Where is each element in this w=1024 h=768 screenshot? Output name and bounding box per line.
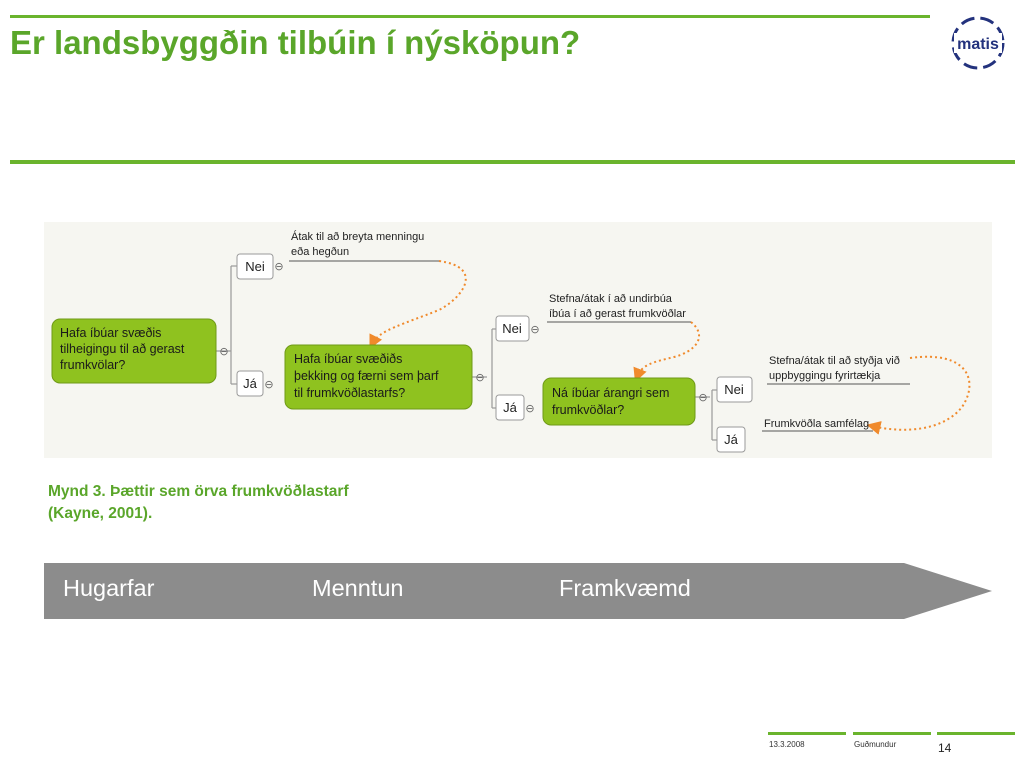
matis-logo: matis xyxy=(951,16,1005,70)
collapse-icon: ⊖ xyxy=(219,345,228,358)
q1-line-3: frumkvölar? xyxy=(60,358,125,372)
footer-rule-page xyxy=(937,732,1015,735)
caption-line-2: (Kayne, 2001). xyxy=(48,505,153,522)
outcome-3: Stefna/átak til að styðja við uppbygging… xyxy=(769,355,903,382)
svg-text:Ná íbúar árangri sem fru: Ná íbúar árangri sem frumkvöðlar? xyxy=(552,386,673,417)
q1-line-2: tilheigingu til að gerast xyxy=(60,342,185,356)
branch-nei-1: Nei xyxy=(236,253,274,280)
branch-ja-1: Já xyxy=(236,370,264,397)
svg-text:Já: Já xyxy=(503,400,518,415)
svg-text:Já: Já xyxy=(243,376,258,391)
footer-rule-date xyxy=(768,732,846,735)
collapse-icon: ⊖ xyxy=(698,391,707,404)
collapse-icon: ⊖ xyxy=(264,378,273,391)
stage-framkvaemd: Framkvæmd xyxy=(559,575,691,601)
branch-nei-2: Nei xyxy=(495,315,530,342)
figure-caption: Mynd 3. Þættir sem örva frumkvöðlastarf … xyxy=(48,481,568,525)
q2-line-3: til frumkvöðlastarfs? xyxy=(294,386,405,400)
decision-tree-diagram: Hafa íbúar svæðis tilheigingu til að ger… xyxy=(44,222,992,458)
q2-line-1: Hafa íbúar svæðiðs xyxy=(294,352,402,366)
node-q1: Hafa íbúar svæðis tilheigingu til að ger… xyxy=(51,318,217,384)
svg-text:Nei: Nei xyxy=(502,321,522,336)
process-arrow xyxy=(44,563,992,619)
tree-connectors xyxy=(216,265,717,441)
page-number: 14 xyxy=(938,741,952,755)
outcome-2: Stefna/átak í að undirbúa íbúa í að gera… xyxy=(549,293,686,320)
footer-rule-author xyxy=(853,732,931,735)
svg-text:Hafa íbúar svæðis tilhei: Hafa íbúar svæðis tilheigingu til að ger… xyxy=(60,326,188,372)
collapse-icon: ⊖ xyxy=(475,371,484,384)
svg-text:Hafa íbúar svæðiðs þekki: Hafa íbúar svæðiðs þekking og færni sem … xyxy=(294,352,442,400)
q3-line-2: frumkvöðlar? xyxy=(552,403,624,417)
node-q2: Hafa íbúar svæðiðs þekking og færni sem … xyxy=(284,344,473,410)
svg-text:Já: Já xyxy=(724,432,739,447)
feedback-arrows xyxy=(369,260,971,435)
stage-hugarfar: Hugarfar xyxy=(63,575,155,601)
outcome-underlines xyxy=(289,260,910,432)
branch-ja-2: Já xyxy=(495,394,525,421)
collapse-icon: ⊖ xyxy=(530,323,539,336)
q3-line-1: Ná íbúar árangri sem xyxy=(552,386,669,400)
q2-line-2: þekking og færni sem þarf xyxy=(294,369,439,383)
footer-author: Guðmundur xyxy=(854,740,897,749)
q1-line-1: Hafa íbúar svæðis xyxy=(60,326,161,340)
branch-ja-3: Já xyxy=(716,426,746,453)
top-rule xyxy=(10,15,930,18)
collapse-icon: ⊖ xyxy=(274,260,283,273)
outcome-4: Frumkvöðla samfélag xyxy=(764,418,869,430)
svg-text:Nei: Nei xyxy=(245,259,265,274)
logo-text: matis xyxy=(957,36,999,53)
caption-line-1: Mynd 3. Þættir sem örva frumkvöðlastarf xyxy=(48,483,349,500)
branch-nei-3: Nei xyxy=(716,376,753,403)
stage-menntun: Menntun xyxy=(312,575,404,601)
node-q3: Ná íbúar árangri sem frumkvöðlar? xyxy=(542,377,696,426)
svg-text:Nei: Nei xyxy=(724,382,744,397)
title-bottom-rule xyxy=(10,160,1015,164)
outcome-1: Átak til að breyta menningu eða hegðun xyxy=(291,230,427,258)
collapse-icon: ⊖ xyxy=(525,402,534,415)
footer-date: 13.3.2008 xyxy=(769,740,805,749)
slide-title: Er landsbyggðin tilbúin í nýsköpun? xyxy=(10,24,581,61)
